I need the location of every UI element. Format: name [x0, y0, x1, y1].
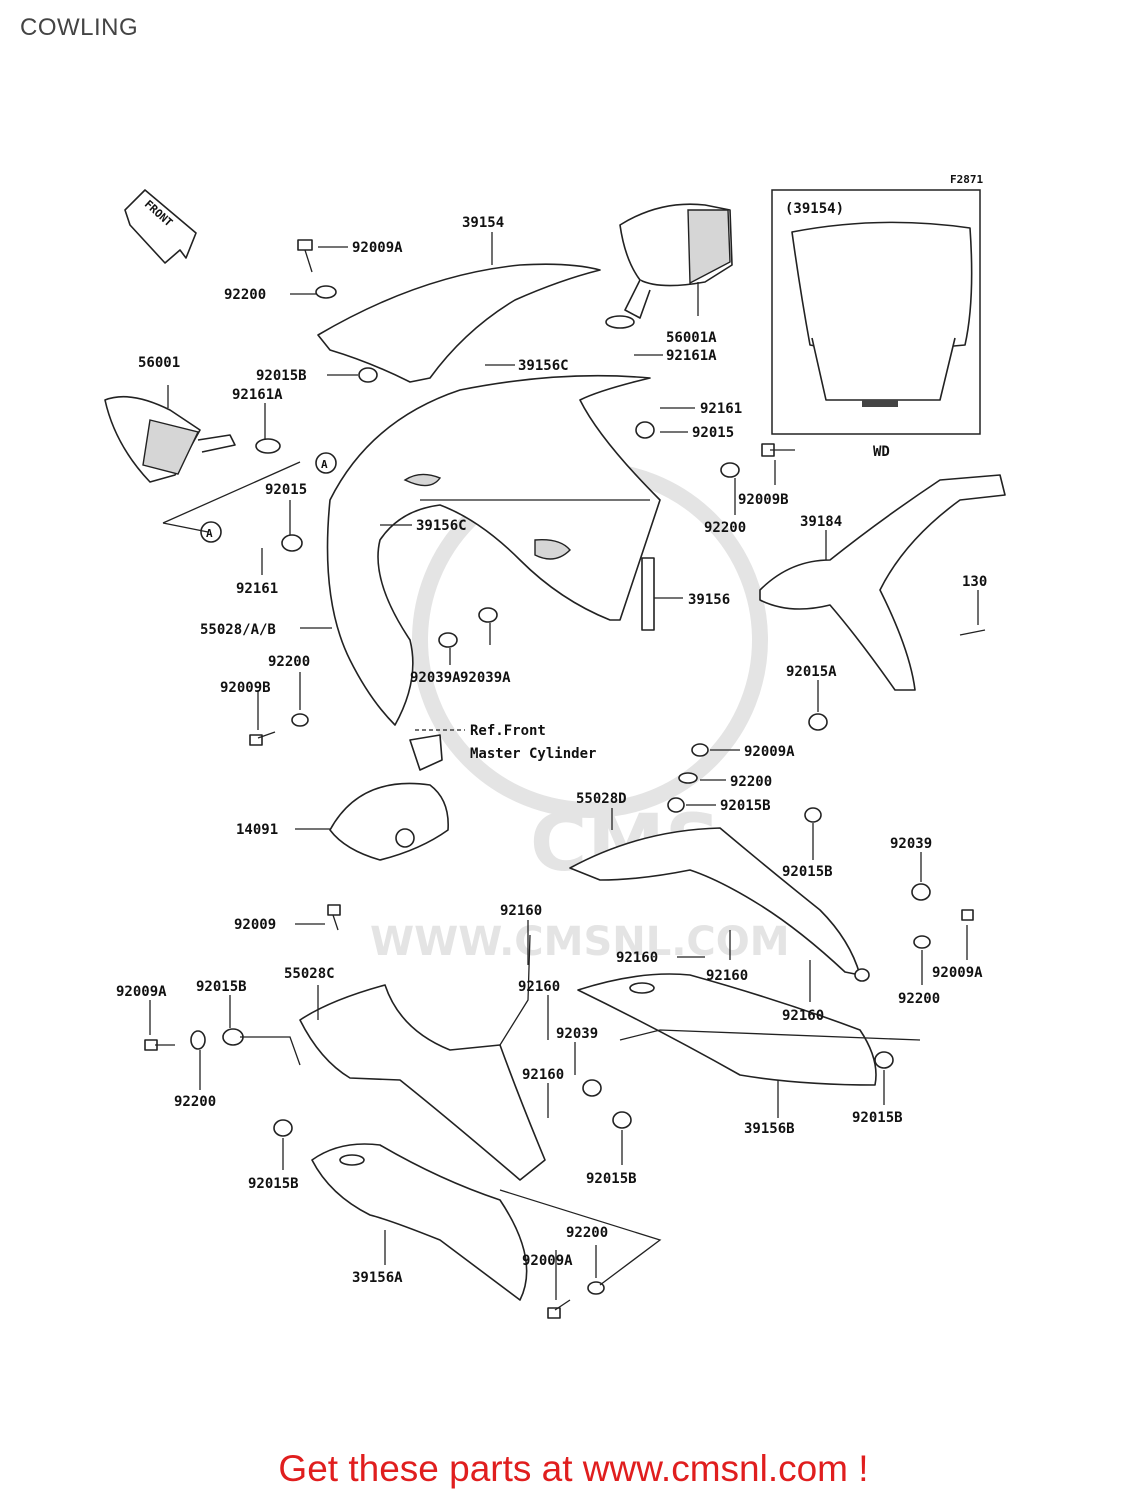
callout-label: 55028D: [576, 791, 627, 807]
callout-label: 39154: [462, 215, 504, 231]
front-direction-arrow: FRONT: [124, 189, 197, 264]
callout-label: 55028C: [284, 966, 335, 982]
callout-label: 92160: [518, 979, 560, 995]
callout-label: 39156A: [352, 1270, 403, 1286]
callout-label: 92160: [782, 1008, 824, 1024]
callout-label: 92009A: [932, 965, 983, 981]
callout-label: 92009B: [220, 680, 271, 696]
callout-label: 92200: [224, 287, 266, 303]
callout-label: 92161: [236, 581, 278, 597]
callout-label: 92009: [234, 917, 276, 933]
callout-label: 92161A: [232, 387, 283, 403]
mirror-right-56001a: [605, 203, 733, 329]
callout-label: 92009A: [522, 1253, 573, 1269]
svg-text:A: A: [321, 458, 328, 471]
strip-39156: [641, 557, 655, 631]
callout-label: 92200: [174, 1094, 216, 1110]
footer-cta-link[interactable]: Get these parts at www.cmsnl.com !: [278, 1448, 869, 1489]
part-callouts: 39154 92009A 92200 56001A 92161A 39156C …: [116, 215, 987, 1286]
callout-label: 92039A: [410, 670, 461, 686]
ref-marker-a-upper: A: [315, 452, 337, 474]
callout-label: 92200: [730, 774, 772, 790]
lower-cowling-55028c: [299, 984, 546, 1181]
windshield-inset: (39154) WD: [771, 189, 981, 460]
callout-label: 56001A: [666, 330, 717, 346]
stay-39184: [759, 474, 1006, 691]
page-title: COWLING: [20, 14, 139, 41]
callout-label: 39156: [688, 592, 730, 608]
callout-label: 39156B: [744, 1121, 795, 1137]
svg-text:A: A: [206, 527, 213, 540]
callout-label: 92160: [500, 903, 542, 919]
figure-id: F2871: [950, 173, 983, 186]
callout-label: 92015B: [248, 1176, 299, 1192]
mirror-left-56001: [104, 395, 281, 483]
callout-label: 92015B: [256, 368, 307, 384]
callout-label: 92015B: [852, 1110, 903, 1126]
callout-label: 92009A: [116, 984, 167, 1000]
callout-label: 39156C: [416, 518, 467, 534]
ref-note-line2: Master Cylinder: [470, 746, 596, 762]
inset-caption: WD: [873, 444, 890, 460]
callout-label: 39184: [800, 514, 842, 530]
callout-label: 130: [962, 574, 987, 590]
callout-label: 92009A: [744, 744, 795, 760]
callout-label: 92200: [898, 991, 940, 1007]
callout-label: 92160: [522, 1067, 564, 1083]
ref-note-line1: Ref.Front: [470, 723, 546, 739]
windshield-39154: [317, 263, 601, 383]
ref-marker-a-lower: A: [200, 521, 222, 543]
inner-cover-39156a: [311, 1143, 528, 1301]
fasteners: [144, 239, 986, 1319]
callout-label: 92009A: [352, 240, 403, 256]
callout-label: 92160: [616, 950, 658, 966]
callout-label: 92160: [706, 968, 748, 984]
upper-cowling-55028: [326, 374, 661, 726]
inner-cover-14091: [329, 782, 449, 861]
callout-label: 92161: [700, 401, 742, 417]
callout-label: 92039: [890, 836, 932, 852]
callout-label: 55028/A/B: [200, 622, 276, 638]
callout-label: 92009B: [738, 492, 789, 508]
callout-label: 92200: [704, 520, 746, 536]
callout-label: 92015: [692, 425, 734, 441]
inner-cover-39156b: [577, 973, 877, 1086]
leader-lines: [149, 232, 979, 1300]
callout-label: 92039A: [460, 670, 511, 686]
callout-label: 92015A: [786, 664, 837, 680]
inset-part-ref: (39154): [785, 201, 844, 217]
callout-label: 92200: [268, 654, 310, 670]
callout-label: 92015B: [782, 864, 833, 880]
callout-label: 92015B: [196, 979, 247, 995]
callout-label: 39156C: [518, 358, 569, 374]
callout-label: 92161A: [666, 348, 717, 364]
callout-label: 92015: [265, 482, 307, 498]
callout-label: 92015B: [720, 798, 771, 814]
watermark-url: WWW.CMSNL.COM: [370, 919, 790, 965]
callout-label: 92015B: [586, 1171, 637, 1187]
callout-label: 92039: [556, 1026, 598, 1042]
callout-label: 92200: [566, 1225, 608, 1241]
callout-label: 14091: [236, 822, 278, 838]
callout-label: 56001: [138, 355, 180, 371]
